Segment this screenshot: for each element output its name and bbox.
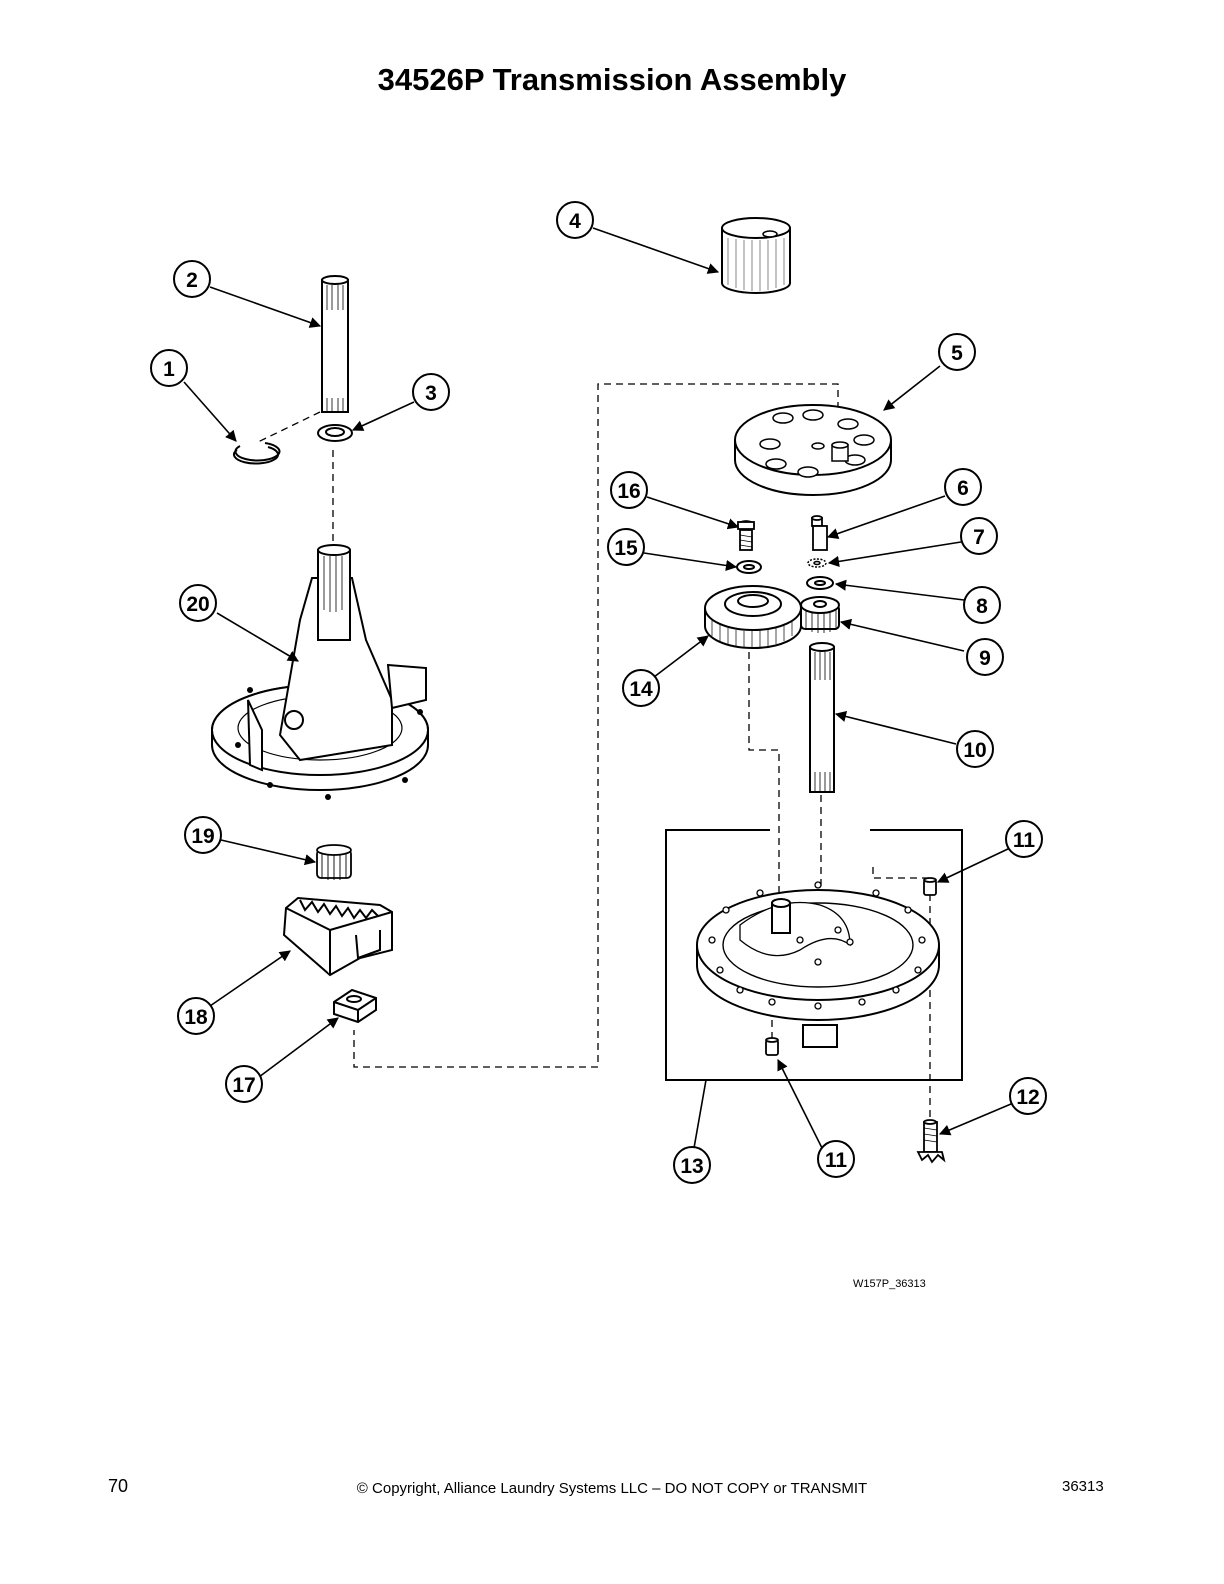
callout-3: 3 bbox=[412, 373, 450, 411]
svg-text:17: 17 bbox=[232, 1074, 255, 1097]
part-11-pin-upper bbox=[923, 877, 937, 896]
page-title: 34526P Transmission Assembly bbox=[377, 62, 847, 97]
svg-text:16: 16 bbox=[617, 480, 640, 503]
svg-text:9: 9 bbox=[979, 647, 991, 670]
document-number: 36313 bbox=[1062, 1478, 1104, 1495]
part-7-lock-washer bbox=[807, 558, 827, 568]
callout-9: 9 bbox=[966, 638, 1004, 676]
part-14-gear bbox=[704, 585, 802, 649]
svg-text:13: 13 bbox=[680, 1155, 703, 1178]
part-13-base-plate bbox=[696, 881, 940, 1048]
svg-text:3: 3 bbox=[425, 382, 437, 405]
callout-1: 1 bbox=[150, 349, 188, 387]
svg-text:18: 18 bbox=[184, 1006, 208, 1029]
part-15-washer bbox=[736, 560, 762, 574]
part-6-stud bbox=[811, 515, 828, 551]
part-13-frame bbox=[665, 829, 963, 1081]
part-2-shaft bbox=[321, 275, 349, 413]
page-number: 70 bbox=[108, 1476, 129, 1496]
callout-19: 19 bbox=[184, 816, 222, 854]
callout-17: 17 bbox=[225, 1065, 263, 1103]
svg-text:4: 4 bbox=[569, 210, 581, 233]
svg-text:7: 7 bbox=[973, 526, 985, 549]
callout-4: 4 bbox=[556, 201, 594, 239]
callout-16: 16 bbox=[610, 471, 648, 509]
leader-lines bbox=[183, 227, 1012, 1151]
callout-13: 13 bbox=[673, 1146, 711, 1184]
callout-2: 2 bbox=[173, 260, 211, 298]
svg-text:1: 1 bbox=[163, 358, 175, 381]
part-16-screw bbox=[737, 520, 755, 551]
part-5-cover bbox=[734, 404, 892, 496]
callouts: 1 2 3 4 5 6 7 8 9 10 11 11 12 13 14 15 1… bbox=[150, 201, 1047, 1184]
callout-14: 14 bbox=[622, 669, 660, 707]
callout-11-lower: 11 bbox=[817, 1140, 855, 1178]
callout-12: 12 bbox=[1009, 1077, 1047, 1115]
callout-6: 6 bbox=[944, 468, 982, 506]
part-9-gear bbox=[800, 596, 840, 633]
part-20-housing bbox=[211, 544, 429, 800]
part-8-washer bbox=[806, 576, 834, 590]
figure-code: W157P_36313 bbox=[853, 1278, 926, 1290]
part-18-rack bbox=[282, 896, 393, 977]
copyright-notice: © Copyright, Alliance Laundry Systems LL… bbox=[356, 1480, 868, 1497]
part-3-washer bbox=[317, 424, 353, 442]
svg-text:12: 12 bbox=[1016, 1086, 1039, 1109]
part-4-drum bbox=[721, 217, 791, 294]
callout-20: 20 bbox=[179, 584, 217, 622]
part-17-block bbox=[333, 988, 377, 1024]
svg-text:11: 11 bbox=[825, 1149, 848, 1172]
callout-18: 18 bbox=[177, 997, 215, 1035]
svg-text:15: 15 bbox=[614, 537, 638, 560]
part-11-pin-lower bbox=[765, 1037, 779, 1056]
svg-text:2: 2 bbox=[186, 269, 198, 292]
callout-11-upper: 11 bbox=[1005, 820, 1043, 858]
svg-text:19: 19 bbox=[191, 825, 214, 848]
svg-text:11: 11 bbox=[1013, 829, 1036, 852]
callout-7: 7 bbox=[960, 517, 998, 555]
callout-5: 5 bbox=[938, 333, 976, 371]
part-12-bolt bbox=[916, 1119, 946, 1164]
svg-text:14: 14 bbox=[629, 678, 653, 701]
svg-text:20: 20 bbox=[186, 593, 209, 616]
svg-text:10: 10 bbox=[963, 739, 986, 762]
part-1-snap-ring bbox=[233, 442, 281, 465]
callout-8: 8 bbox=[963, 586, 1001, 624]
callout-15: 15 bbox=[607, 528, 645, 566]
part-19-pinion bbox=[316, 844, 352, 880]
svg-text:6: 6 bbox=[957, 477, 969, 500]
dashed-assembly-lines bbox=[257, 383, 931, 1120]
svg-text:5: 5 bbox=[951, 342, 963, 365]
part-10-shaft bbox=[809, 642, 835, 793]
svg-text:8: 8 bbox=[976, 595, 988, 618]
callout-10: 10 bbox=[956, 730, 994, 768]
